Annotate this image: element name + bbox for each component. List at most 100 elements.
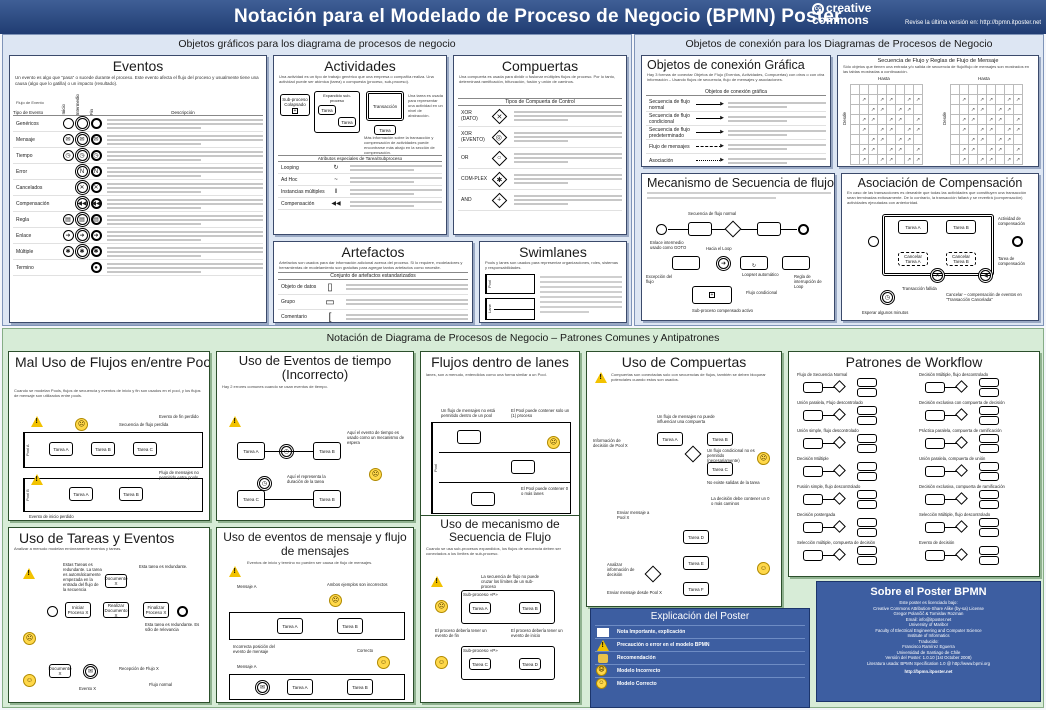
attribute-description xyxy=(346,175,442,185)
rules-cell xyxy=(950,144,960,155)
rules-cell xyxy=(850,114,860,125)
legend-row-correct: ☺Modelo Correcto xyxy=(595,677,805,690)
connecting-objects-table: Secuencia de flujo normal▶Secuencia de f… xyxy=(646,98,826,166)
rules-cell: ↗ xyxy=(959,144,969,155)
event-type-label: Mensaje xyxy=(16,136,35,143)
event-intermediate-icon: N xyxy=(76,166,88,177)
legend-label-incorrect: Modelo Incorrecto xyxy=(617,668,661,674)
pattern-item: Decisión Múltiple xyxy=(797,456,915,482)
event-description xyxy=(103,197,263,211)
pattern-task xyxy=(803,466,823,477)
mec-label-1: Enlace intermedio usado como GOTO xyxy=(650,240,687,250)
eventos-intro: Un evento es algo que "pasa" o sucede du… xyxy=(15,75,259,86)
event-end-icon: ◀◀ xyxy=(90,198,102,209)
plus-icon: + xyxy=(709,292,715,298)
flujos-lanes-ann-2: El Pool puede contener 0 o más lanes xyxy=(521,486,569,496)
transaction-box: Transacción xyxy=(366,91,404,121)
pattern-gateway xyxy=(833,380,846,393)
pattern-item: Unión paralela, Flujo descontrolado xyxy=(797,400,915,426)
pattern-item: Fusión simple, flujo descontrolado xyxy=(797,484,915,510)
uso-mecanismo-intro: Cuando se usa sub-procesos expandidos, l… xyxy=(426,546,561,556)
pattern-label: Decisión Múltiple xyxy=(797,456,829,461)
connector-line-icon: ▶ xyxy=(694,99,724,111)
event-intermediate-cell: ◀◀ xyxy=(75,198,89,210)
rules-cell xyxy=(968,84,978,95)
gateway-types-title: Tipos de Compuerta de Control xyxy=(458,98,622,106)
explicacion-title: Explicación del Poster xyxy=(650,611,750,622)
swimlanes-title: Swimlanes xyxy=(519,244,587,260)
event-start-icon: ▤ xyxy=(62,214,74,225)
rules-cell xyxy=(904,114,914,125)
subprocess-expanded-label: Expandido sub-proceso xyxy=(323,93,351,103)
pattern-item: Selección Múltiple, flujo descontrolado xyxy=(919,512,1037,538)
event-type-label: Termino xyxy=(16,264,34,271)
uso-mensaje-ann-1: Incorrecta posición del evento de mensaj… xyxy=(233,644,275,654)
pattern-task xyxy=(979,462,999,471)
uso-compuertas-title: Uso de Compuertas xyxy=(621,354,747,370)
pattern-gateway xyxy=(955,380,968,393)
rules-cell: ↗ xyxy=(904,104,914,115)
uso-compuertas-task-3: Tarea D xyxy=(683,530,709,544)
lanes-task-1 xyxy=(511,460,535,474)
rules-cell xyxy=(1004,114,1014,125)
about-url[interactable]: http://bpmn.itposter.net xyxy=(904,669,953,674)
about-line: Faculty of Electrical Engineering and Co… xyxy=(875,627,982,633)
gateway-icon: ○ xyxy=(488,150,510,166)
rules-cell xyxy=(850,124,860,135)
uso-mecanismo-task-0: Tarea A xyxy=(469,602,491,614)
rules-cell: ↗ xyxy=(977,104,987,115)
attribute-row: Ad Hoc~ xyxy=(278,174,442,186)
sad-face-icon: ☹ xyxy=(596,664,607,676)
event-start-cell: ✱ xyxy=(61,246,75,258)
uso-compuertas-ann-2: Un flujo condicional no es permitido (ne… xyxy=(707,448,755,463)
event-intermediate-icon: ✱ xyxy=(76,246,88,257)
event-description xyxy=(103,117,263,131)
event-row: Mensaje✉✉✉ xyxy=(13,132,263,148)
sad-face-icon: ☹ xyxy=(435,600,448,613)
about-line: Email: info@itposter.net xyxy=(905,616,952,622)
rules-cell: ↗ xyxy=(913,144,923,155)
pattern-task xyxy=(803,494,823,505)
event-row: Cancelados✕✕ xyxy=(13,180,263,196)
pattern-task xyxy=(803,522,823,533)
connector-line-icon: ▶ xyxy=(694,141,724,153)
uso-tareas-ann-2: Esta tarea es redundante. Es sólo de rel… xyxy=(145,622,200,632)
event-start-icon xyxy=(62,118,74,129)
rules-cell xyxy=(886,134,896,145)
uso-tareas-ann-5: Evento X xyxy=(79,686,96,691)
event-type-label: Múltiple xyxy=(16,248,34,255)
pattern-task xyxy=(857,528,877,537)
event-end-cell: ◷ xyxy=(89,150,103,162)
artefactos-title: Artefactos xyxy=(341,244,405,260)
event-intermediate-icon: ◀◀ xyxy=(76,198,88,209)
timer-event-icon: ◷ xyxy=(259,478,270,489)
pattern-task xyxy=(803,410,823,421)
about-line: Institute of Informatics xyxy=(907,633,950,638)
inner-task-b: Tarea xyxy=(338,117,356,127)
objetos-conexion-intro: Hay 3 formas de conectar Objetos de Fluj… xyxy=(647,72,825,82)
latest-version-link[interactable]: Revise la última versión en: http://bpmn… xyxy=(905,20,1042,26)
event-end-icon: ✕ xyxy=(90,182,102,193)
pattern-item: Decisión Múltiple, flujo descontrolado xyxy=(919,372,1037,398)
event-description xyxy=(103,149,263,163)
uso-compuertas-ann-6: Analizar información de decisión xyxy=(607,562,635,577)
swimlanes-notes xyxy=(540,276,622,316)
comp-note-2: Transacción fallida xyxy=(902,286,937,291)
connector-description xyxy=(724,156,826,166)
artifact-icon: ▯ xyxy=(327,281,333,293)
connecting-objects-band: Objetos de conexión para los Diagramas d… xyxy=(634,34,1044,326)
rules-cell: ↗ xyxy=(886,114,896,125)
pool-label: Pool xyxy=(486,275,494,293)
about-line: Este poster es licenciado bajo: xyxy=(899,600,958,605)
about-lines: Este poster es licenciado bajo:Creative … xyxy=(817,600,1040,666)
happy-face-icon: ☺ xyxy=(377,656,390,669)
rules-cell: ↗ xyxy=(1013,114,1023,125)
warning-icon xyxy=(597,639,609,651)
event-end-cell xyxy=(89,118,103,130)
event-end-icon: ● xyxy=(90,262,102,273)
event-intermediate-icon: ✉ xyxy=(76,134,88,145)
event-description xyxy=(103,165,263,179)
